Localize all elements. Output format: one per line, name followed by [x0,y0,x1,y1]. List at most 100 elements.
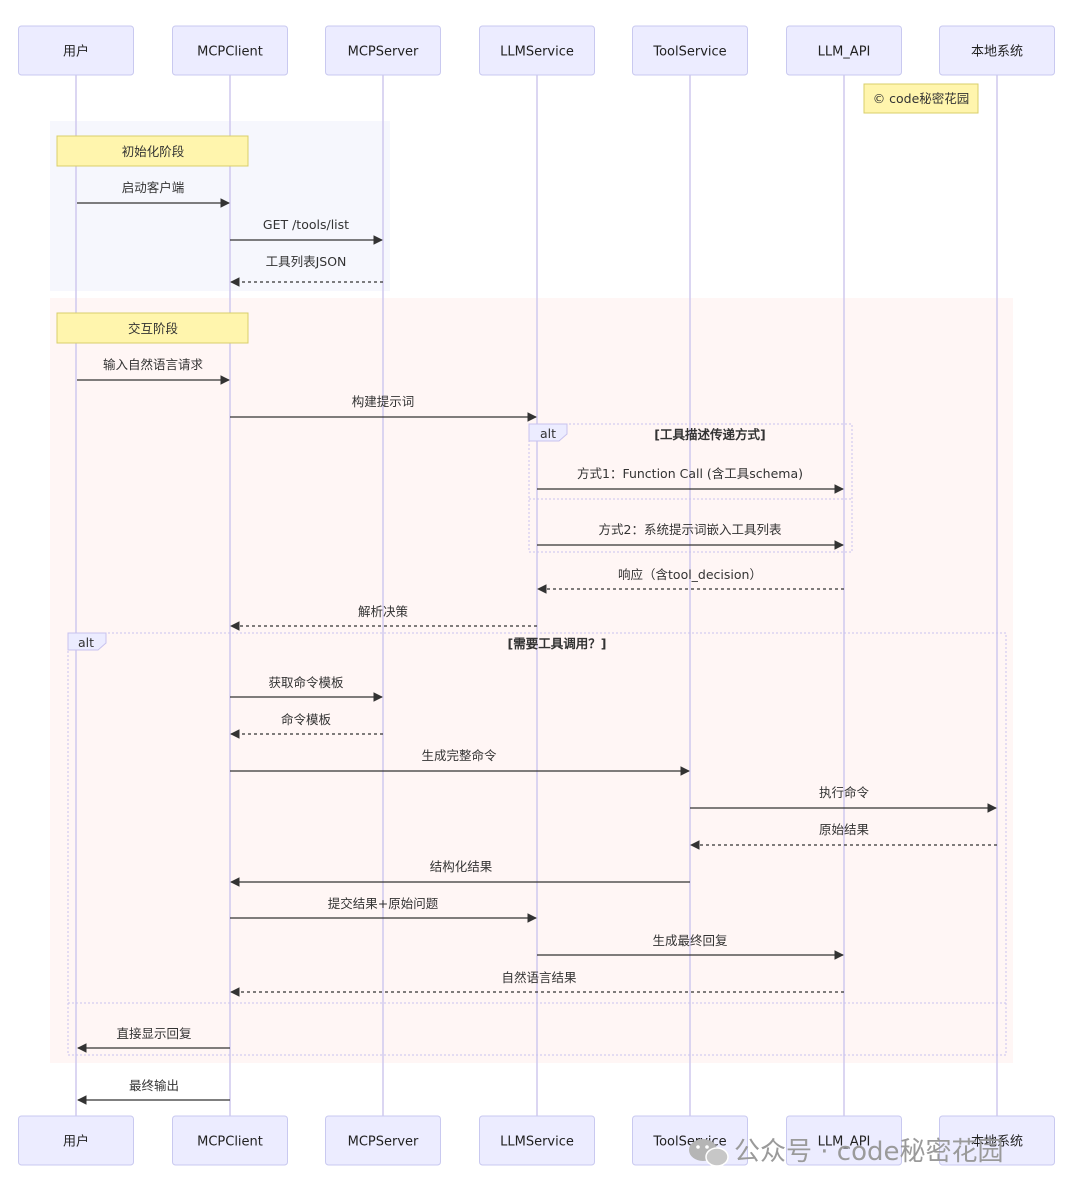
actor-box [325,25,441,76]
actor-top: LLM_API [786,25,902,76]
actor-label: 本地系统 [971,45,1023,60]
actor-box [172,25,288,76]
actor-box [939,1115,1055,1166]
message-return: 工具列表JSON [230,254,383,287]
message-label: 提交结果+原始问题 [328,896,439,911]
message-label: 命令模板 [281,712,332,727]
init-phase-note: 初始化阶段 [56,135,249,167]
actor-top: MCPClient [172,25,288,76]
message-label: 方式1：Function Call (含工具schema) [577,466,803,481]
message: 执行命令 [690,785,997,813]
message-label: 最终输出 [129,1078,179,1093]
message: 提交结果+原始问题 [230,896,537,923]
actor-bottom: 本地系统 [939,1115,1055,1166]
message: 生成最终回复 [537,933,844,960]
actor-box [18,25,134,76]
actor-label: 用户 [63,1134,89,1150]
actor-box [18,1115,134,1166]
interaction-phase-region [50,298,1013,1063]
copyright-note-text: © code秘密花园 [873,91,970,106]
watermark: 公众号 · code秘密花园 [689,1137,1004,1167]
actor-bottom: MCPServer [325,1115,441,1166]
watermark-text: 公众号 · code秘密花园 [734,1137,1004,1167]
message: 输入自然语言请求 [77,357,230,385]
alt-block-tool-description: alt [工具描述传递方式] [528,423,853,553]
actor-box [325,1115,441,1166]
actor-label: MCPServer [348,45,419,60]
actor-box [479,25,595,76]
actor-bottom: ToolService [632,1115,748,1166]
message-label: 生成最终回复 [652,933,728,948]
message-label: GET /tools/list [263,217,349,232]
interact-phase-title: 交互阶段 [128,321,178,336]
actor-bottom: MCPClient [172,1115,288,1166]
message-label: 原始结果 [819,822,870,837]
message-label: 自然语言结果 [501,970,577,985]
actor-top: 本地系统 [939,25,1055,76]
alt-block-tool-call: alt [需要工具调用？] [67,632,1007,1056]
message: 最终输出 [77,1078,230,1105]
actor-label: 用户 [63,44,89,60]
actor-top: MCPServer [325,25,441,76]
actor-box [479,1115,595,1166]
message: GET /tools/list [230,217,383,245]
interact-phase-note: 交互阶段 [56,312,249,344]
actor-box [172,1115,288,1166]
message-label: 生成完整命令 [421,748,497,763]
actor-box [786,1115,902,1166]
message-label: 响应（含tool_decision） [618,567,762,582]
message-label: 启动客户端 [122,180,185,195]
message-label: 获取命令模板 [268,675,344,690]
actor-top: LLMService [479,25,595,76]
actor-label: LLMService [500,45,574,60]
alt1-condition: [工具描述传递方式] [654,427,765,442]
actor-top: 用户 [18,25,134,76]
message: 启动客户端 [77,180,230,208]
actor-label: 本地系统 [971,1135,1023,1150]
actor-label: MCPClient [197,45,263,60]
alt2-tag: alt [78,635,94,650]
message: 方式2：系统提示词嵌入工具列表 [537,522,844,550]
message-return: 响应（含tool_decision） [537,567,844,594]
message-label: 结构化结果 [430,859,493,874]
lifelines [75,75,998,1116]
actor-bottom: LLM_API [786,1115,902,1166]
message-label: 执行命令 [819,785,870,800]
message-return: 原始结果 [690,822,997,850]
message-label: 工具列表JSON [266,254,347,269]
message-return: 命令模板 [230,712,383,739]
message: 方式1：Function Call (含工具schema) [537,466,844,494]
message-label: 方式2：系统提示词嵌入工具列表 [599,522,782,537]
actors-bottom: 用户 MCPClient MCPServer LLMService ToolServic… [18,1115,1055,1166]
wechat-icon [689,1139,729,1167]
actors-top: 用户 MCPClient MCPServer LLMService ToolServic… [18,25,1055,76]
messages: 启动客户端 GET /tools/list 工具列表JSON 输入自然语言请求 … [77,180,997,1105]
message: 结构化结果 [230,859,690,887]
actor-box [786,25,902,76]
message-label: 直接显示回复 [116,1026,192,1041]
actor-box [632,25,748,76]
message-return: 解析决策 [230,604,537,631]
message: 直接显示回复 [77,1026,230,1053]
actor-label: ToolService [652,45,726,60]
actor-box [939,25,1055,76]
actor-bottom: 用户 [18,1115,134,1166]
message-label: 输入自然语言请求 [103,357,204,372]
alt1-tag: alt [540,426,556,441]
copyright-note: © code秘密花园 [863,83,979,114]
message: 生成完整命令 [230,748,690,776]
actor-top: ToolService [632,25,748,76]
message-return: 自然语言结果 [230,970,844,997]
actor-label: LLMService [500,1135,574,1150]
alt2-condition: [需要工具调用？] [508,636,607,651]
actor-label: LLM_API [818,45,871,60]
actor-label: MCPServer [348,1135,419,1150]
message-label: 构建提示词 [352,394,415,409]
message: 获取命令模板 [230,675,383,702]
actor-label: LLM_API [818,1135,871,1150]
actor-label: MCPClient [197,1135,263,1150]
message-label: 解析决策 [358,604,409,619]
actor-bottom: LLMService [479,1115,595,1166]
init-phase-title: 初始化阶段 [122,144,185,159]
